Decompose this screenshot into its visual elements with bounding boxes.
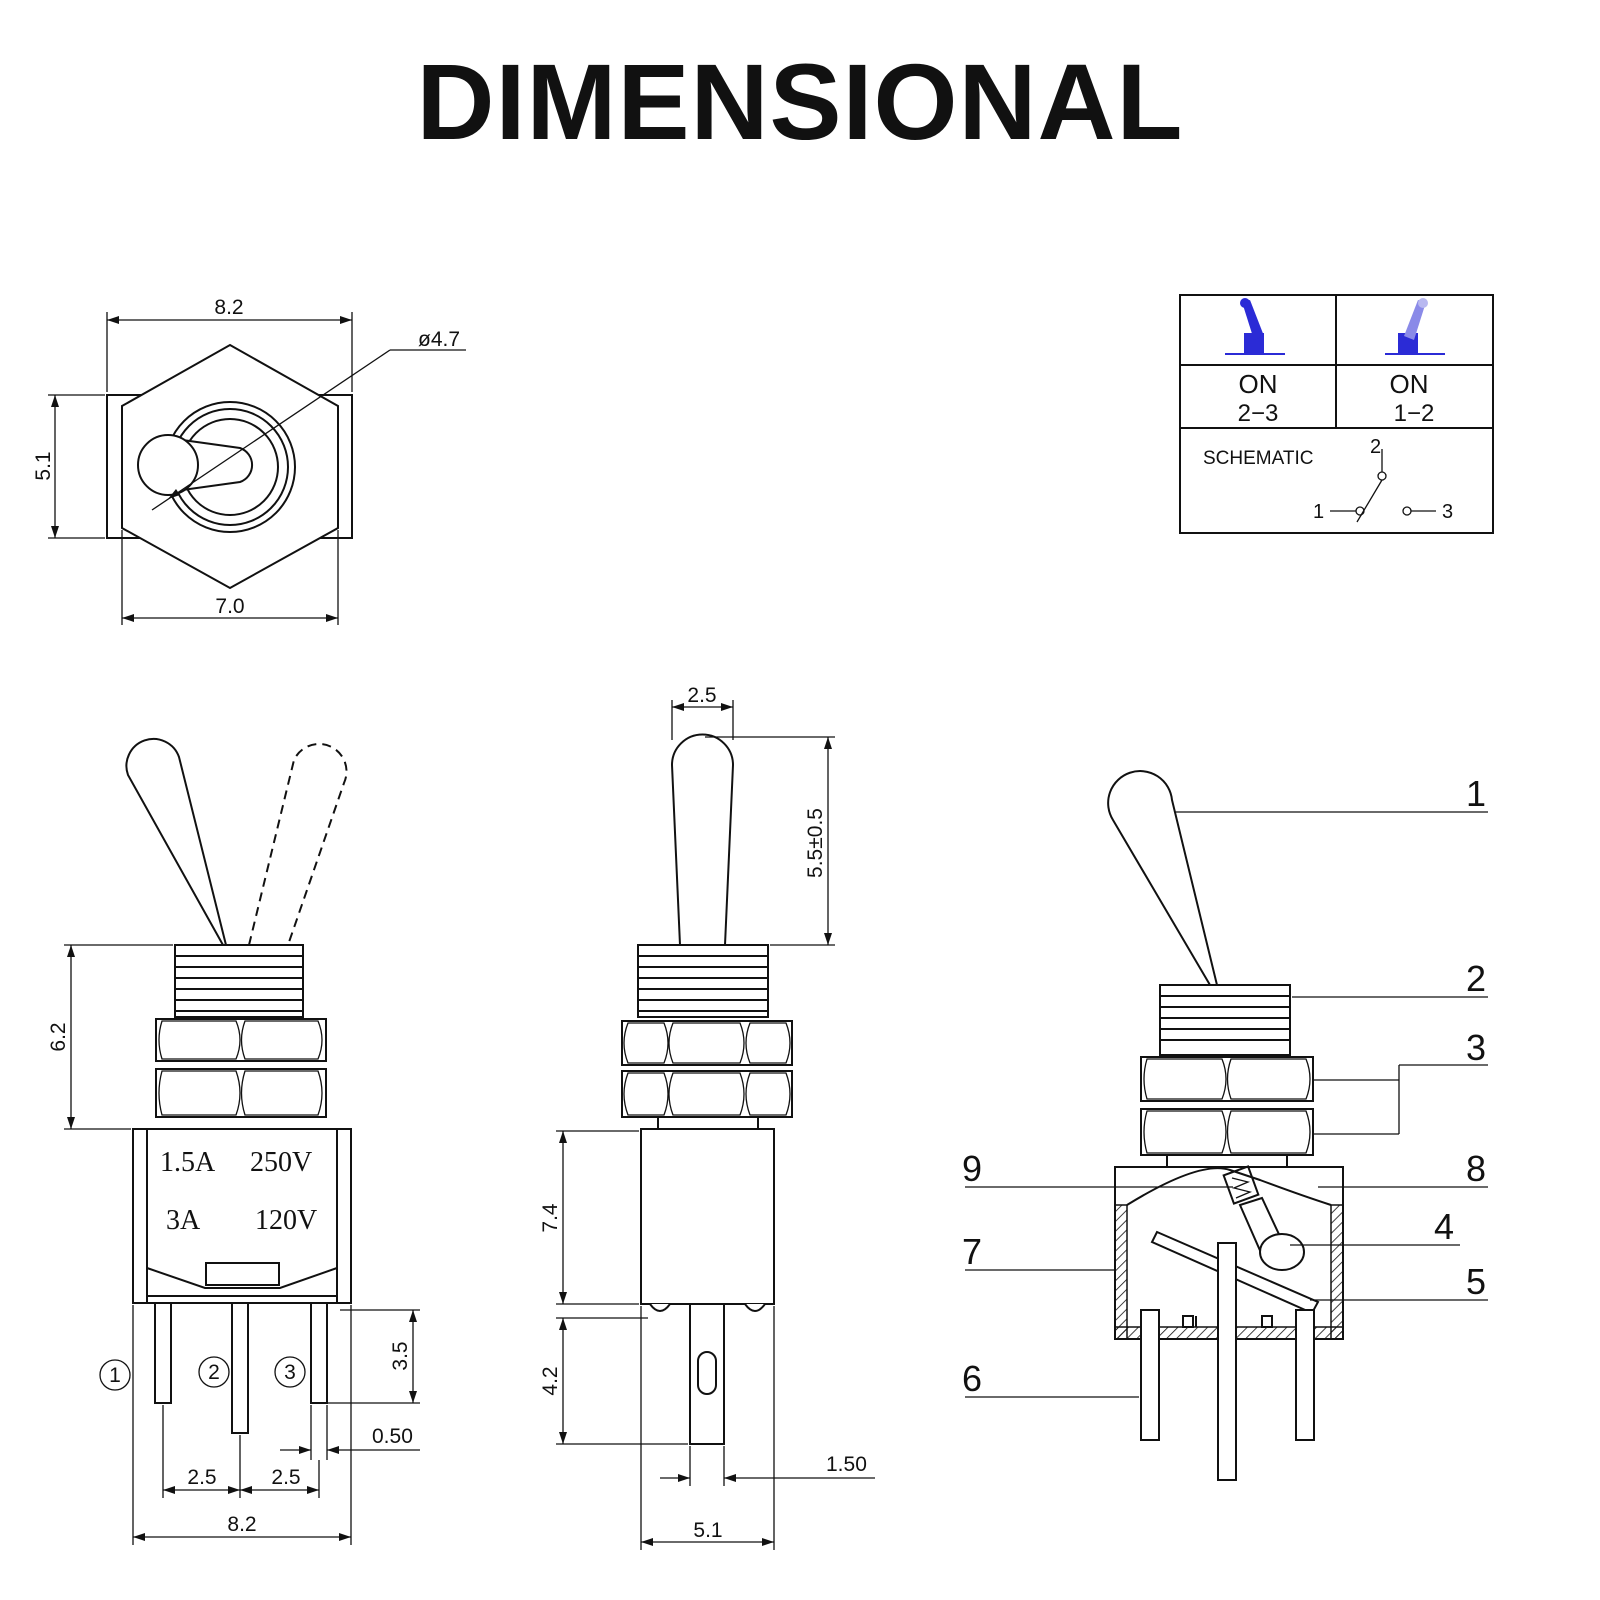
terminal-1-label: 1 [1313, 501, 1324, 523]
pin-label-2: 2 [208, 1361, 220, 1384]
pitch-left-label: 2.5 [187, 1466, 216, 1489]
side-body-width-label: 5.1 [693, 1519, 722, 1542]
side-view: 2.5 5.5±0.5 7.4 4.2 1.50 [539, 684, 875, 1550]
pin-width-label: 1.50 [826, 1453, 867, 1476]
front-thread-lines [175, 955, 303, 1012]
pitch-right-label: 2.5 [271, 1466, 300, 1489]
front-body-width-label: 8.2 [227, 1513, 256, 1536]
body-height-label: 7.4 [539, 1203, 562, 1233]
state-on-right: ON [1390, 369, 1429, 399]
callout-1: 1 [1466, 773, 1486, 814]
switch-schematic-symbol [1330, 449, 1436, 523]
callout-8: 8 [1466, 1148, 1486, 1189]
state-on-left: ON [1239, 369, 1278, 399]
top-view: 8.2 ø4.7 5.1 7.0 [32, 296, 466, 625]
rating-voltage-2: 120V [255, 1205, 317, 1236]
terminals-1-2: 1−2 [1394, 400, 1435, 427]
schematic-table: ON 2−3 ON 1−2 SCHEMATIC 2 1 3 [1179, 294, 1494, 534]
rating-current-1: 1.5A [160, 1147, 216, 1178]
page-title: DIMENSIONAL [416, 41, 1184, 162]
pin-label-1: 1 [109, 1364, 121, 1387]
section-view: 1 2 3 4 5 6 7 8 9 [962, 770, 1488, 1481]
top-width-label: 8.2 [214, 296, 243, 319]
pin-length-label: 3.5 [389, 1341, 412, 1370]
lever-height-label: 5.5±0.5 [804, 808, 827, 878]
side-thread-lines [638, 955, 768, 1012]
terminal-2-label: 2 [1370, 436, 1381, 458]
front-view: 1.5A 250V 3A 120V 1 2 3 6.2 3.5 0.50 [47, 737, 420, 1545]
lever-width-label: 2.5 [687, 684, 716, 707]
callout-3: 3 [1466, 1027, 1486, 1068]
callout-7: 7 [962, 1231, 982, 1272]
schematic-label: SCHEMATIC [1203, 448, 1313, 469]
bottom-width-label: 7.0 [215, 595, 244, 618]
terminal-3-label: 3 [1442, 501, 1453, 523]
diameter-label: ø4.7 [418, 328, 460, 351]
callout-9: 9 [962, 1148, 982, 1189]
terminals-2-3: 2−3 [1238, 400, 1279, 427]
pin-height-label: 4.2 [539, 1366, 562, 1395]
rating-current-2: 3A [166, 1205, 201, 1236]
callout-4: 4 [1434, 1206, 1454, 1247]
toggle-up-left-icon [1225, 298, 1285, 355]
callout-5: 5 [1466, 1261, 1486, 1302]
section-thread-lines [1160, 995, 1290, 1041]
rating-voltage-1: 250V [250, 1147, 312, 1178]
toggle-up-right-icon [1385, 298, 1445, 355]
callout-2: 2 [1466, 958, 1486, 999]
thread-height-label: 6.2 [47, 1022, 70, 1051]
top-height-label: 5.1 [32, 451, 55, 480]
pin-label-3: 3 [284, 1361, 296, 1384]
pin-thickness-label: 0.50 [372, 1425, 413, 1448]
callout-6: 6 [962, 1358, 982, 1399]
